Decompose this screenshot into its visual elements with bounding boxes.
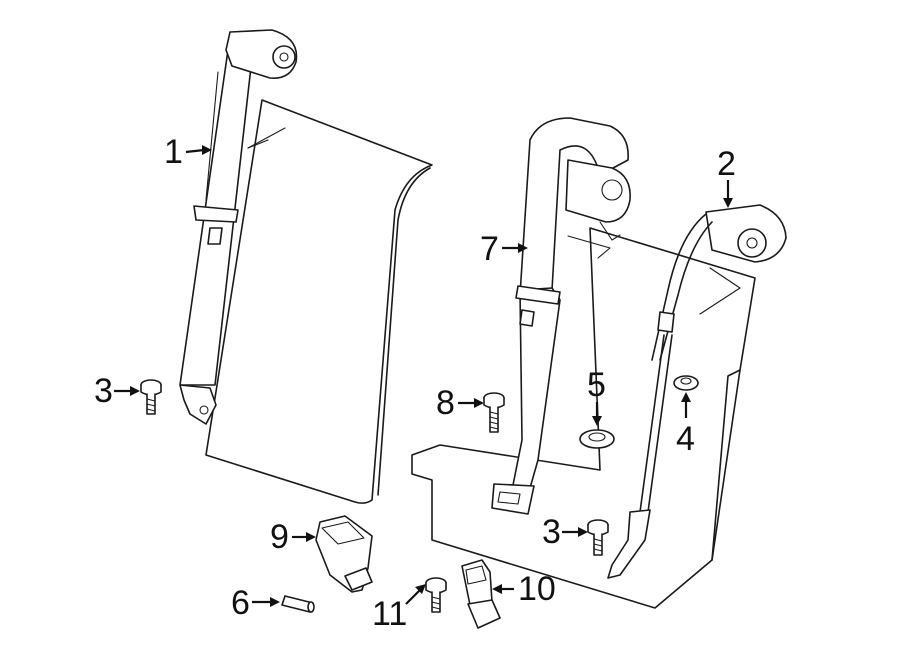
- arrowhead: [415, 584, 426, 594]
- part-7-seat-belt-center: [491, 117, 631, 515]
- callout-label: 5: [587, 366, 606, 404]
- callout-4: 4: [676, 392, 695, 458]
- callout-10: 10: [492, 570, 556, 608]
- callout-label: 6: [231, 584, 250, 622]
- part-4-grommet: [673, 375, 699, 391]
- callout-label: 10: [518, 570, 556, 608]
- part-3-bolt-right: [587, 519, 609, 556]
- callout-11: 11: [372, 584, 426, 633]
- arrowhead: [474, 398, 484, 408]
- arrowhead: [492, 584, 502, 594]
- callout-label: 11: [372, 595, 407, 633]
- part-1-seat-belt-left: [179, 29, 298, 425]
- callout-label: 9: [270, 518, 289, 556]
- arrowhead: [130, 386, 140, 396]
- seat-back-right-panel: [411, 227, 756, 609]
- part-6-pin: [281, 595, 315, 613]
- leader-line: [405, 589, 421, 605]
- callout-1: 1: [164, 133, 212, 171]
- seat-back-left: [205, 99, 433, 504]
- callout-3-left: 3: [94, 372, 140, 410]
- callout-label: 1: [164, 133, 183, 171]
- callout-label: 7: [480, 230, 499, 268]
- part-9-buckle: [315, 515, 373, 593]
- callout-3-right: 3: [542, 513, 588, 551]
- callout-8: 8: [436, 384, 484, 422]
- part-10-buckle: [461, 559, 501, 629]
- callout-6: 6: [231, 584, 280, 622]
- arrowhead: [306, 532, 316, 542]
- arrowhead: [681, 392, 691, 402]
- callout-7: 7: [480, 230, 528, 268]
- callout-label: 4: [676, 420, 695, 458]
- arrowhead: [518, 243, 528, 253]
- callout-2: 2: [717, 145, 736, 208]
- part-2-seat-belt-right: [607, 204, 787, 579]
- callout-9: 9: [270, 518, 316, 556]
- callout-label: 3: [542, 513, 561, 551]
- callout-5: 5: [587, 366, 606, 426]
- callout-label: 3: [94, 372, 113, 410]
- part-11-bolt: [425, 577, 447, 613]
- arrowhead: [723, 198, 733, 208]
- part-3-bolt-left: [140, 379, 162, 415]
- arrowhead: [202, 145, 212, 155]
- arrowhead: [578, 527, 588, 537]
- callout-label: 2: [717, 145, 736, 183]
- part-8-bolt: [483, 392, 505, 433]
- part-5-grommet: [579, 429, 615, 449]
- arrowhead: [592, 416, 602, 426]
- leader-line: [185, 148, 205, 154]
- arrowhead: [270, 597, 280, 607]
- callout-label: 8: [436, 384, 455, 422]
